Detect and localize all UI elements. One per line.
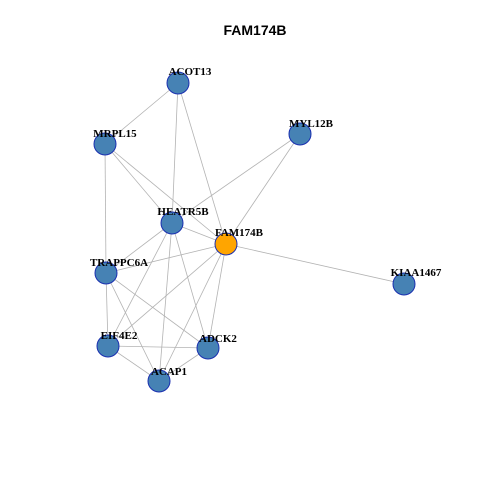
- diagram-title: FAM174B: [223, 22, 286, 38]
- edge-mrpl15-fam174b: [104, 143, 227, 245]
- edge-trappc6a-adck2: [105, 272, 209, 349]
- node-acot13[interactable]: [166, 71, 190, 95]
- node-acap1[interactable]: [147, 369, 171, 393]
- edge-fam174b-adck2: [207, 243, 227, 349]
- node-label-adck2: ADCK2: [199, 333, 237, 345]
- edge-heatr5b-eif4e2: [107, 222, 173, 347]
- node-layer: [93, 71, 416, 393]
- node-label-heatr5b: HEATR5B: [157, 206, 209, 218]
- edge-myl12b-heatr5b: [171, 133, 301, 224]
- edge-acot13-fam174b: [177, 82, 227, 245]
- edge-myl12b-fam174b: [225, 133, 301, 245]
- node-eif4e2[interactable]: [96, 334, 120, 358]
- node-label-eif4e2: EIF4E2: [101, 330, 138, 342]
- node-kiaa1467[interactable]: [392, 272, 416, 296]
- edge-mrpl15-heatr5b: [104, 143, 173, 224]
- node-fam174b[interactable]: [214, 232, 238, 256]
- edge-trappc6a-acap1: [105, 272, 160, 382]
- node-label-acot13: ACOT13: [169, 66, 212, 78]
- edge-fam174b-kiaa1467: [225, 243, 405, 285]
- node-trappc6a[interactable]: [94, 261, 118, 285]
- edge-acot13-mrpl15: [104, 82, 179, 145]
- edge-eif4e2-adck2: [107, 345, 209, 349]
- node-myl12b[interactable]: [288, 122, 312, 146]
- edge-acot13-heatr5b: [171, 82, 179, 224]
- edge-heatr5b-trappc6a: [105, 222, 173, 274]
- node-label-kiaa1467: KIAA1467: [391, 267, 442, 279]
- node-label-myl12b: MYL12B: [289, 118, 334, 130]
- edge-heatr5b-acap1: [158, 222, 173, 382]
- edge-trappc6a-eif4e2: [105, 272, 109, 347]
- node-label-trappc6a: TRAPPC6A: [90, 257, 148, 269]
- edge-fam174b-trappc6a: [105, 243, 227, 274]
- edge-heatr5b-adck2: [171, 222, 209, 349]
- edge-fam174b-eif4e2: [107, 243, 227, 347]
- node-label-mrpl15: MRPL15: [93, 128, 137, 140]
- edge-mrpl15-trappc6a: [104, 143, 107, 274]
- node-adck2[interactable]: [196, 336, 220, 360]
- node-label-fam174b: FAM174B: [215, 227, 264, 239]
- edge-fam174b-acap1: [158, 243, 227, 382]
- node-mrpl15[interactable]: [93, 132, 117, 156]
- node-label-acap1: ACAP1: [151, 366, 187, 378]
- node-heatr5b[interactable]: [160, 211, 184, 235]
